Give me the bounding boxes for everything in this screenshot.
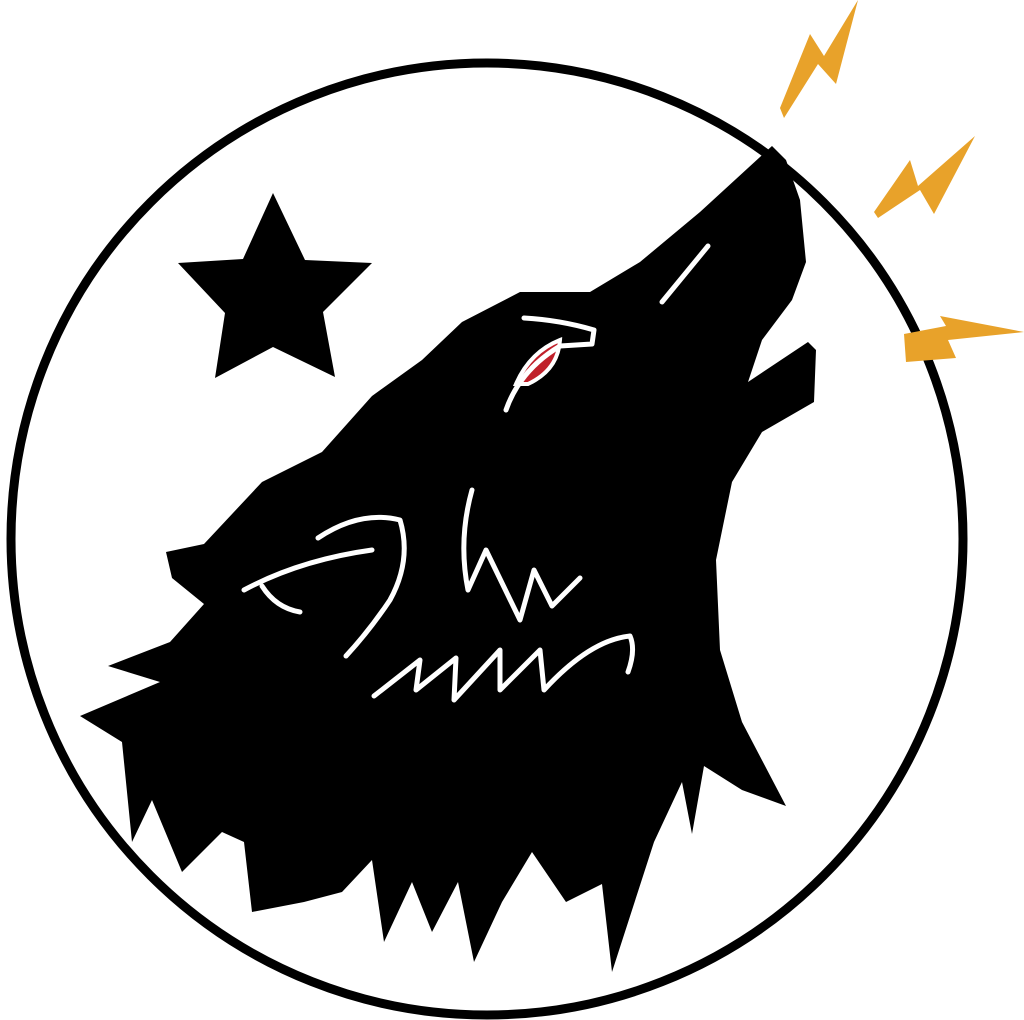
wolf-head-icon <box>80 146 816 972</box>
fur-highlights <box>241 243 711 703</box>
star-icon <box>178 193 372 378</box>
circle-border <box>6 58 968 1020</box>
lightning-bolt-icon <box>780 0 1024 362</box>
